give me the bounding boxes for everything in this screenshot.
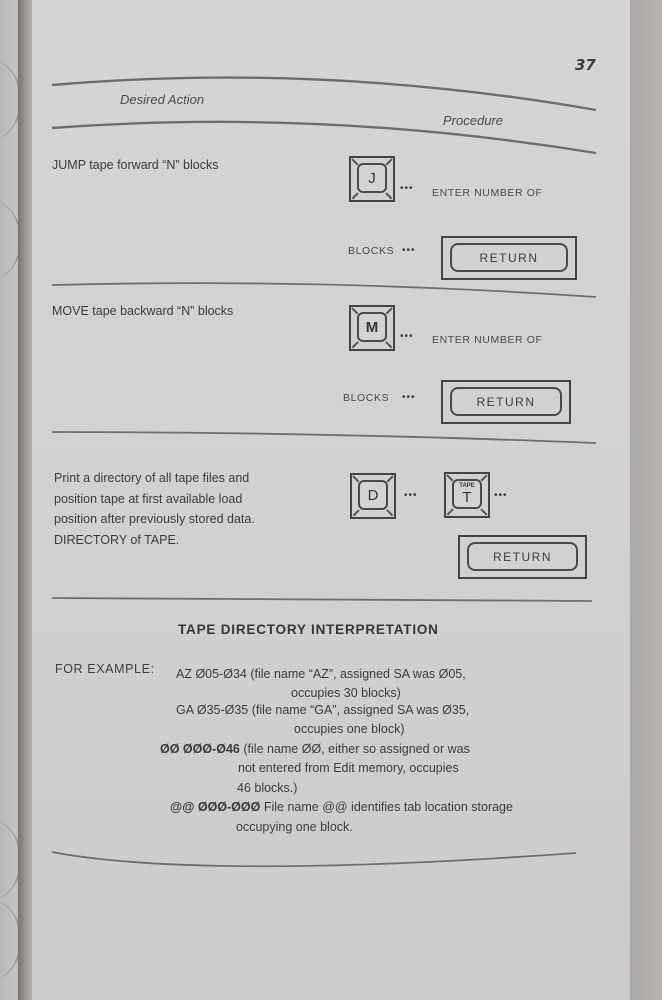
key-d: D [350,473,396,519]
example-code: ØØ ØØØ-Ø46 [160,742,240,756]
key-return: RETURN [441,236,577,280]
example-desc-continued: not entered from Edit memory, occupies [238,761,459,775]
section-title: TAPE DIRECTORY INTERPRETATION [178,622,439,637]
column-header-desired-action: Desired Action [120,92,205,107]
key-m: M [349,305,395,351]
action-line: DIRECTORY of TAPE. [54,532,180,547]
example-desc: (file name “GA”, assigned SA was Ø35, [251,703,470,717]
manual-page [32,0,630,1000]
action-line: position tape at first available load [54,491,243,506]
example-desc: (file name ØØ, either so assigned or was [243,742,470,756]
instruction-enter-number: ENTER NUMBER OF [432,187,543,199]
instruction-enter-number: ENTER NUMBER OF [432,334,543,346]
example-00: ØØ ØØØ-Ø46 (file name ØØ, either so assi… [160,739,470,759]
sequence-dots: ••• [402,392,416,403]
example-desc: (file name “AZ”, assigned SA was Ø05, [250,667,466,681]
for-example-label: FOR EXAMPLE: [55,662,155,676]
instruction-blocks: BLOCKS [343,392,390,404]
key-t-sublabel: TAPE [459,483,475,489]
key-m-label: M [365,318,379,336]
background-surface [628,0,662,1000]
sequence-dots: ••• [402,245,416,256]
sequence-dots: ••• [404,490,418,501]
example-desc-continued: 46 blocks.) [237,781,298,795]
action-directory: Print a directory of all tape files and … [54,468,255,550]
action-jump: JUMP tape forward “N” blocks [52,158,219,172]
example-desc-continued: occupies 30 blocks) [291,686,401,700]
key-return: RETURN [441,380,571,424]
example-at-at: @@ ØØØ-ØØØ File name @@ identifies tab l… [170,797,513,817]
example-az: AZ Ø05-Ø34 (file name “AZ”, assigned SA … [176,664,466,684]
key-return: RETURN [458,535,587,579]
sequence-dots: ••• [400,331,414,342]
action-line: Print a directory of all tape files and [54,471,250,485]
key-return-label: RETURN [476,394,536,409]
key-d-label: D [367,486,379,504]
instruction-blocks: BLOCKS [348,245,395,257]
key-j: J [349,156,395,202]
sequence-dots: ••• [400,183,414,194]
key-return-label: RETURN [493,549,552,564]
example-desc-continued: occupies one block) [294,722,405,736]
example-desc: File name @@ identifies tab location sto… [263,800,513,814]
action-line: position after previously stored data. [54,512,255,526]
key-return-label: RETURN [479,250,539,265]
key-t-tape: TAPE T [444,472,490,518]
key-j-label: J [368,169,376,187]
example-desc-continued: occupying one block. [236,820,353,834]
example-code: GA Ø35-Ø35 [176,703,249,717]
sequence-dots: ••• [494,490,508,501]
example-ga: GA Ø35-Ø35 (file name “GA”, assigned SA … [176,700,469,720]
example-code: AZ Ø05-Ø34 [176,667,247,681]
action-move: MOVE tape backward “N” blocks [52,304,234,318]
key-t-label: T [462,489,472,506]
example-code: @@ ØØØ-ØØØ [170,800,261,814]
page-number: 37 [575,56,596,74]
column-header-procedure: Procedure [443,113,503,128]
